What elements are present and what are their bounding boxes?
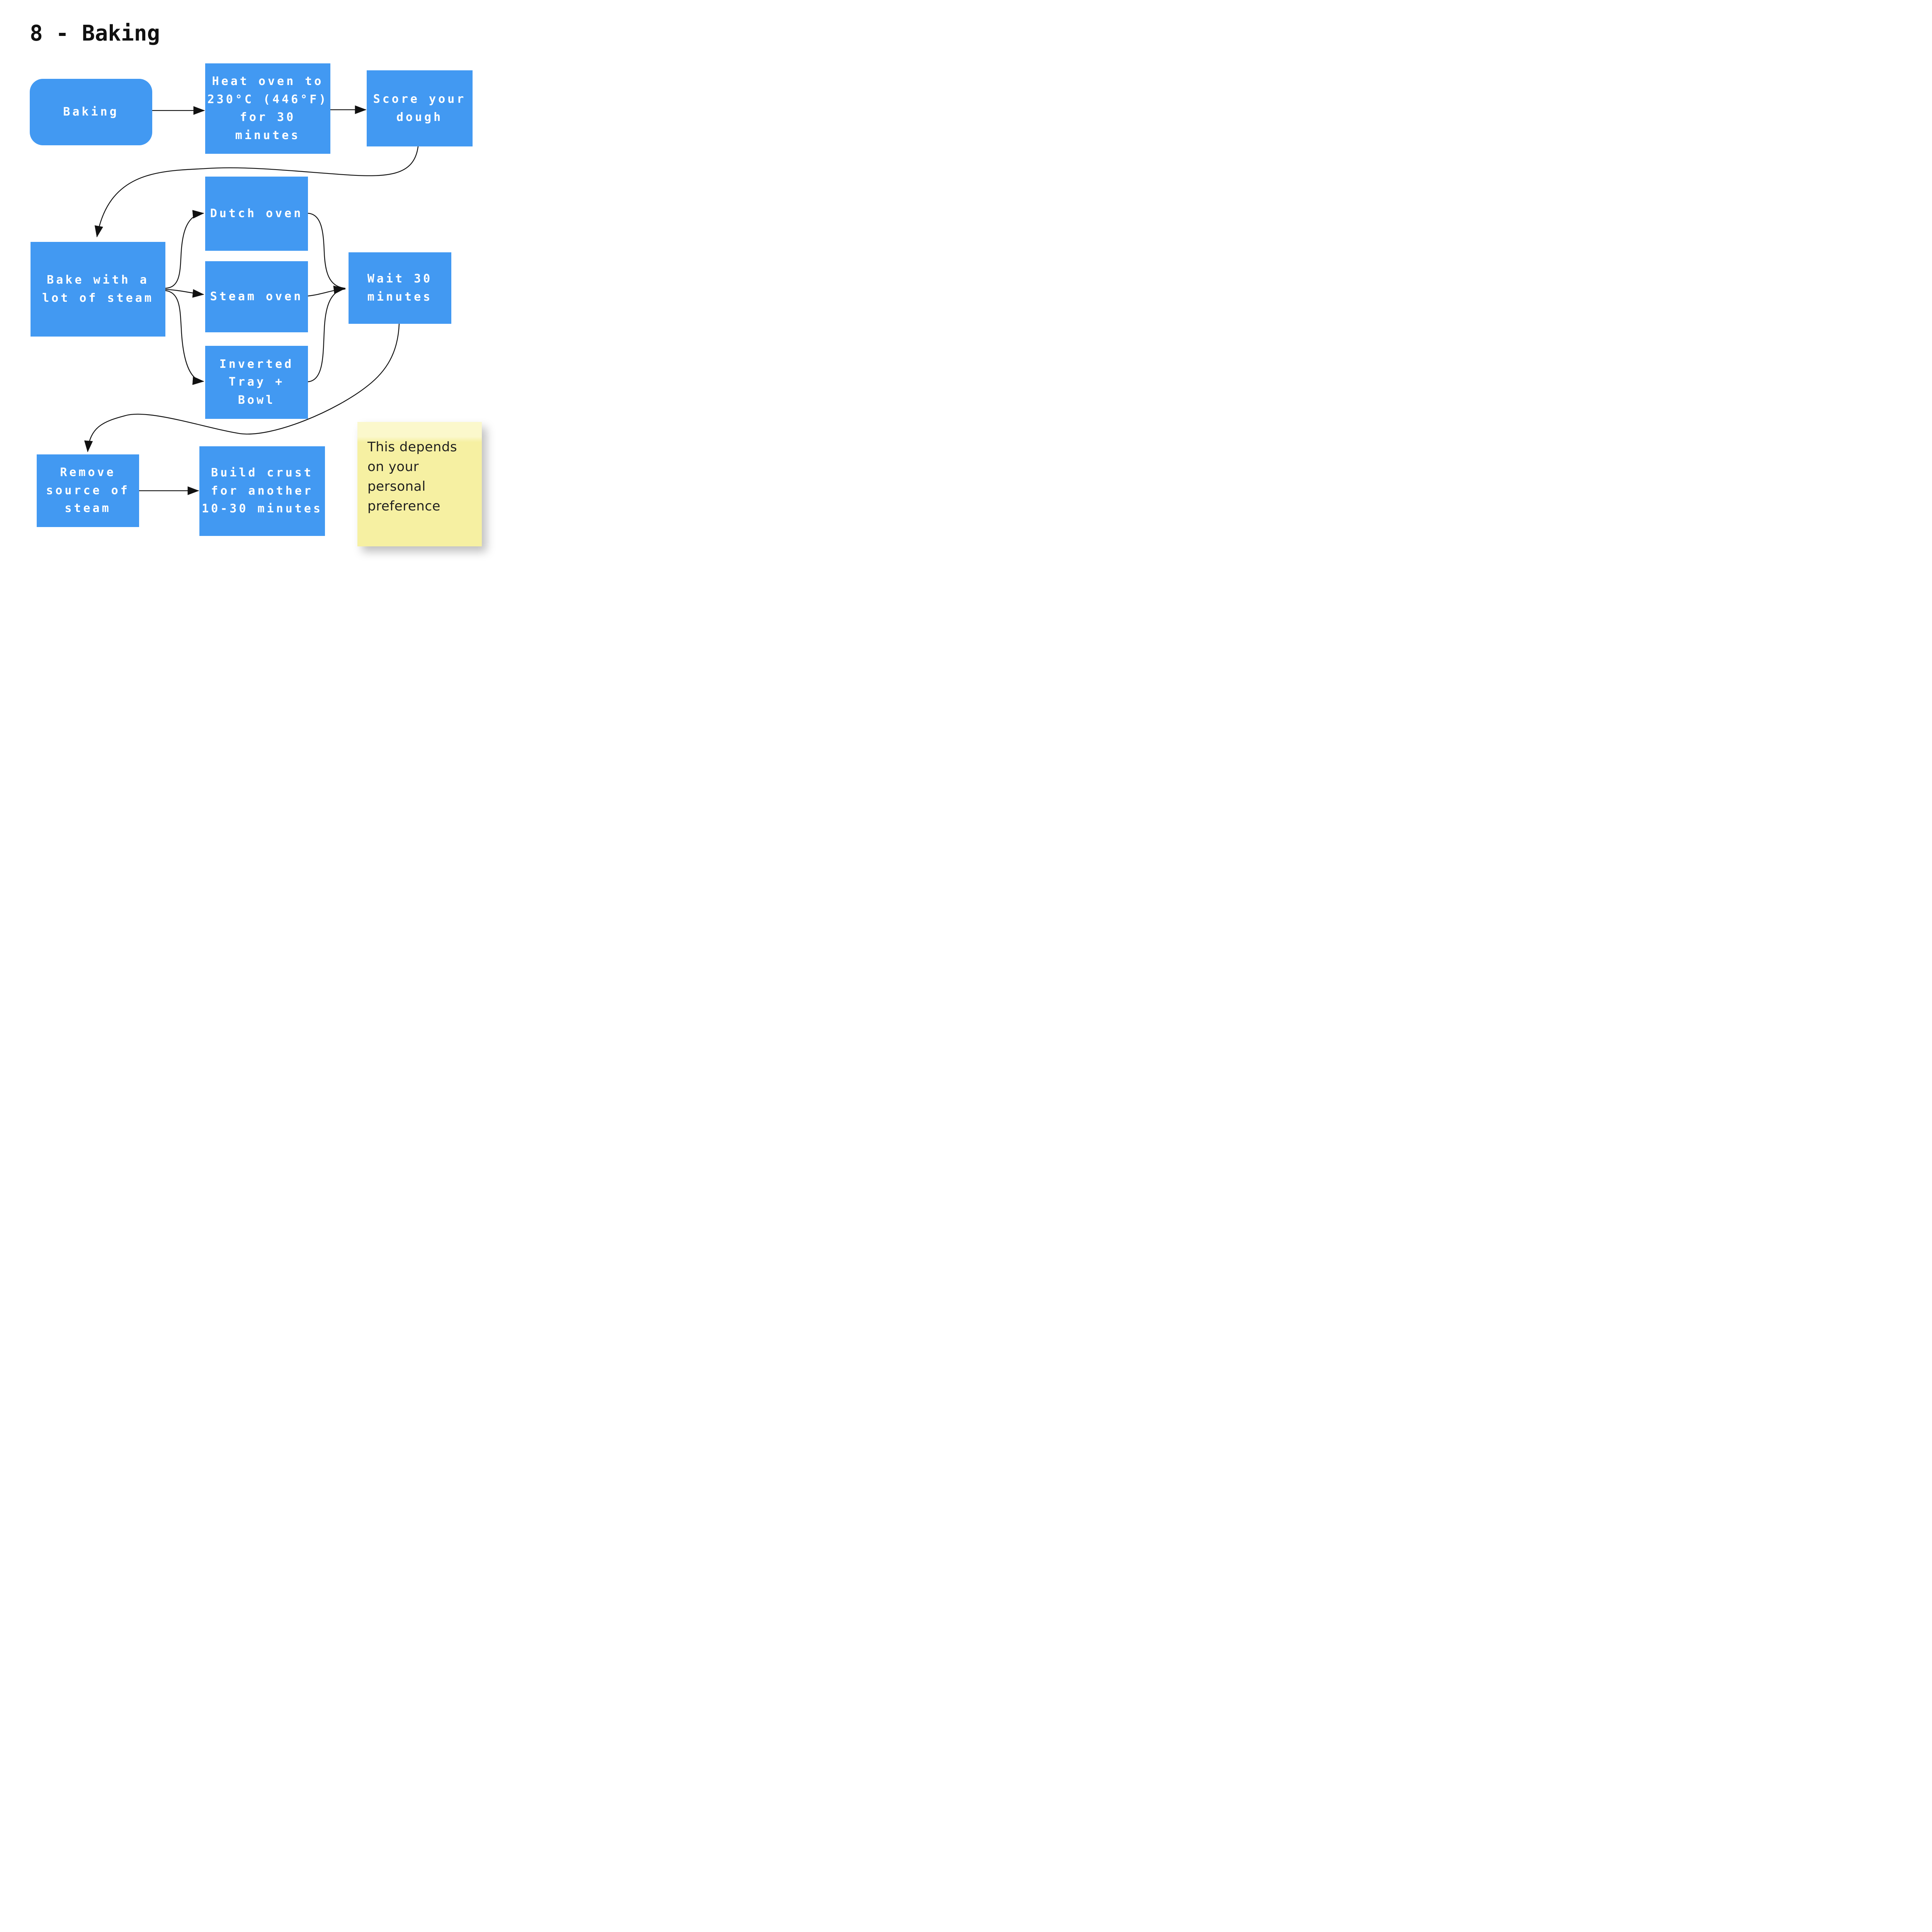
- node-baking: Baking: [30, 79, 152, 145]
- arrow-steam-oven-to-wait: [307, 286, 345, 297]
- node-heat-oven: Heat oven to 230°C (446°F) for 30 minute…: [205, 63, 330, 154]
- node-score-dough: Score your dough: [367, 70, 473, 146]
- node-steam-oven: Steam oven: [205, 261, 308, 332]
- arrow-score-dough-to-bake-with-steam: [94, 146, 419, 238]
- sticky-note: This depends on your personal preference: [357, 422, 482, 546]
- node-bake-with-steam: Bake with a lot of steam: [31, 242, 165, 337]
- arrow-wait-to-remove-steam: [84, 323, 400, 452]
- flowchart-canvas: 8 - Baking Baking Heat oven to 230°C (44…: [0, 0, 506, 578]
- node-dutch-oven: Dutch oven: [205, 177, 308, 251]
- node-build-crust: Build crust for another 10-30 minutes: [199, 446, 325, 536]
- node-wait-30-minutes: Wait 30 minutes: [349, 252, 451, 324]
- node-inverted-tray-bowl: Inverted Tray + Bowl: [205, 346, 308, 419]
- sticky-note-text: This depends on your personal preference: [367, 439, 457, 514]
- arrow-bake-to-inverted-tray: [165, 290, 204, 385]
- page-title: 8 - Baking: [30, 21, 160, 46]
- arrow-dutch-oven-to-wait: [307, 213, 346, 289]
- node-remove-steam: Remove source of steam: [37, 454, 139, 527]
- arrow-bake-to-steam-oven: [165, 289, 204, 298]
- arrow-bake-to-dutch-oven: [165, 210, 204, 289]
- flow-arrows-svg: [84, 105, 419, 495]
- arrow-inverted-tray-to-wait: [307, 288, 346, 383]
